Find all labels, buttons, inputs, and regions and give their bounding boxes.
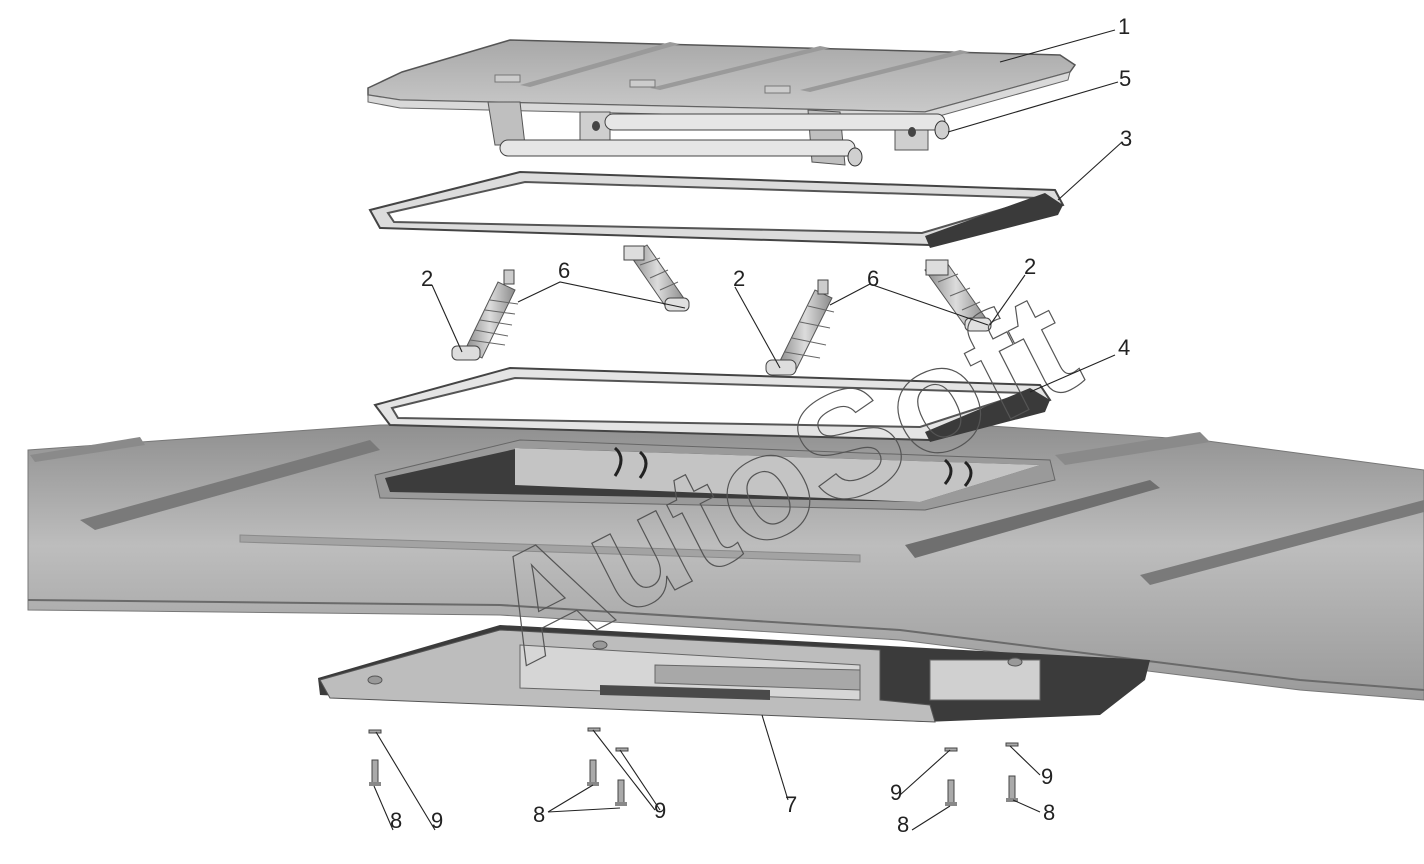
callout-2-right: 2: [1024, 254, 1036, 279]
roof-opening: [374, 439, 1056, 511]
hatch-lid: [367, 39, 1077, 121]
screw-4: [945, 779, 957, 806]
callout-5: 5: [1119, 66, 1131, 91]
spring-3: [765, 279, 835, 376]
callout-8-d: 8: [1043, 800, 1055, 825]
callout-9-c: 9: [890, 780, 902, 805]
leader-lines: [373, 29, 1123, 831]
washer-3: [615, 747, 629, 752]
seal-lower: [373, 366, 1052, 442]
screw-5: [1006, 775, 1018, 802]
inner-trim-frame: [318, 625, 1150, 723]
washer-5: [1005, 742, 1019, 747]
spring-1: [451, 269, 519, 361]
callout-4: 4: [1118, 335, 1130, 360]
callout-3: 3: [1120, 126, 1132, 151]
callout-2-left: 2: [421, 266, 433, 291]
callout-1: 1: [1118, 14, 1130, 39]
screw-2: [587, 759, 599, 786]
callout-9-b: 9: [654, 798, 666, 823]
roof-panel: [27, 419, 1424, 701]
callout-8-c: 8: [897, 812, 909, 837]
callout-7: 7: [785, 792, 797, 817]
hinge-assembly: [487, 101, 950, 167]
spring-2: [623, 244, 690, 312]
callout-9-a: 9: [431, 808, 443, 833]
callout-6-right: 6: [867, 266, 879, 291]
washer-1: [368, 729, 382, 734]
fasteners: [368, 727, 1019, 806]
callout-8-a: 8: [390, 808, 402, 833]
callout-labels: 1 5 3 2 6 2 6 2 4 7 8 9 8 9 9 9 8 8: [390, 14, 1132, 837]
callout-8-b: 8: [533, 802, 545, 827]
callout-9-d: 9: [1041, 764, 1053, 789]
callout-6-left: 6: [558, 258, 570, 283]
washer-4: [944, 747, 958, 752]
seal-upper: [368, 170, 1065, 248]
screw-3: [615, 779, 627, 806]
screw-1: [369, 759, 381, 786]
callout-2-middle: 2: [733, 266, 745, 291]
